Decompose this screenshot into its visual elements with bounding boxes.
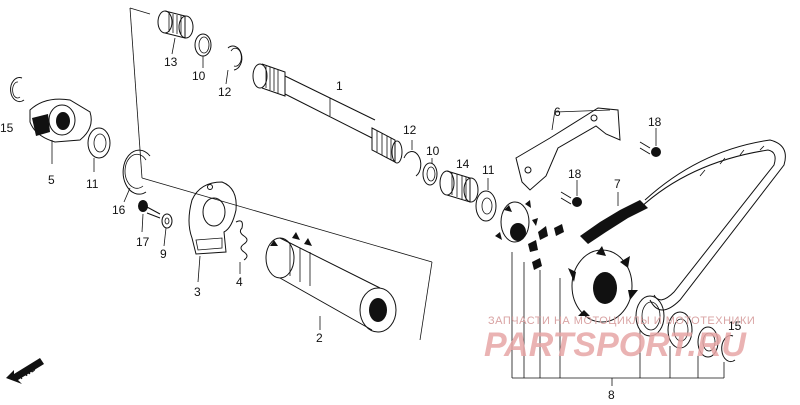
snap-ring-16 bbox=[122, 149, 151, 203]
circlip-12-top bbox=[225, 45, 243, 85]
spring-4 bbox=[235, 220, 248, 274]
part-label-2: 2 bbox=[316, 331, 323, 345]
part-label-15a: 15 bbox=[0, 121, 14, 135]
fwd-arrow-icon bbox=[6, 358, 44, 384]
part-label-15b: 15 bbox=[728, 319, 742, 333]
thrust-washer-11-left bbox=[87, 127, 111, 172]
needle-bearing-13 bbox=[157, 10, 194, 55]
part-8-bracket bbox=[511, 252, 725, 386]
bolt-17 bbox=[138, 200, 161, 233]
drive-sprocket bbox=[495, 200, 564, 270]
output-gear bbox=[568, 246, 638, 323]
collar-ring-a bbox=[635, 295, 665, 337]
part-label-18a: 18 bbox=[648, 115, 662, 129]
collar-ring-c bbox=[697, 326, 719, 358]
part-label-13: 13 bbox=[164, 55, 178, 69]
washer-10-mid bbox=[422, 158, 438, 186]
shaft-part bbox=[252, 63, 403, 164]
part-label-14: 14 bbox=[456, 157, 470, 171]
part-label-10b: 10 bbox=[426, 144, 440, 158]
chain-guide-6 bbox=[515, 107, 621, 191]
part-label-10a: 10 bbox=[192, 69, 206, 83]
drive-hub-5 bbox=[29, 98, 92, 164]
drive-chain-7 bbox=[580, 139, 786, 311]
part-label-9: 9 bbox=[160, 247, 167, 261]
part-label-3: 3 bbox=[194, 285, 201, 299]
part-label-11a: 11 bbox=[86, 177, 99, 191]
part-label-1: 1 bbox=[336, 79, 343, 93]
part-label-12b: 12 bbox=[403, 123, 417, 137]
part-label-17: 17 bbox=[136, 235, 150, 249]
circlip-15-left bbox=[10, 77, 25, 103]
part-label-16: 16 bbox=[112, 203, 126, 217]
part-label-12a: 12 bbox=[218, 85, 232, 99]
circlip-12-mid bbox=[403, 140, 422, 177]
part-label-8: 8 bbox=[608, 388, 615, 402]
part-label-11b: 11 bbox=[482, 163, 495, 177]
sleeve-2 bbox=[265, 232, 397, 333]
bolt-18-mid bbox=[560, 180, 582, 207]
part-label-18b: 18 bbox=[568, 167, 582, 181]
thrust-washer-11-mid bbox=[475, 178, 497, 222]
circlip-15-right bbox=[721, 335, 736, 363]
watermark-caption: ЗАПЧАСТИ НА МОТОЦИКЛЫ И МОТОТЕХНИКИ bbox=[488, 315, 755, 327]
washer-9 bbox=[161, 213, 173, 247]
stopper-plate-3 bbox=[188, 181, 237, 283]
needle-bearing-14 bbox=[439, 170, 479, 203]
circlip-10-top bbox=[194, 33, 212, 68]
part-label-4: 4 bbox=[236, 275, 243, 289]
part-label-5: 5 bbox=[48, 173, 55, 187]
part-label-6: 6 bbox=[554, 105, 561, 119]
bolt-18-top bbox=[639, 128, 661, 157]
collar-ring-b bbox=[667, 311, 693, 349]
part-label-7: 7 bbox=[614, 177, 621, 191]
watermark-logo: PARTSPORT.RU bbox=[484, 326, 747, 364]
